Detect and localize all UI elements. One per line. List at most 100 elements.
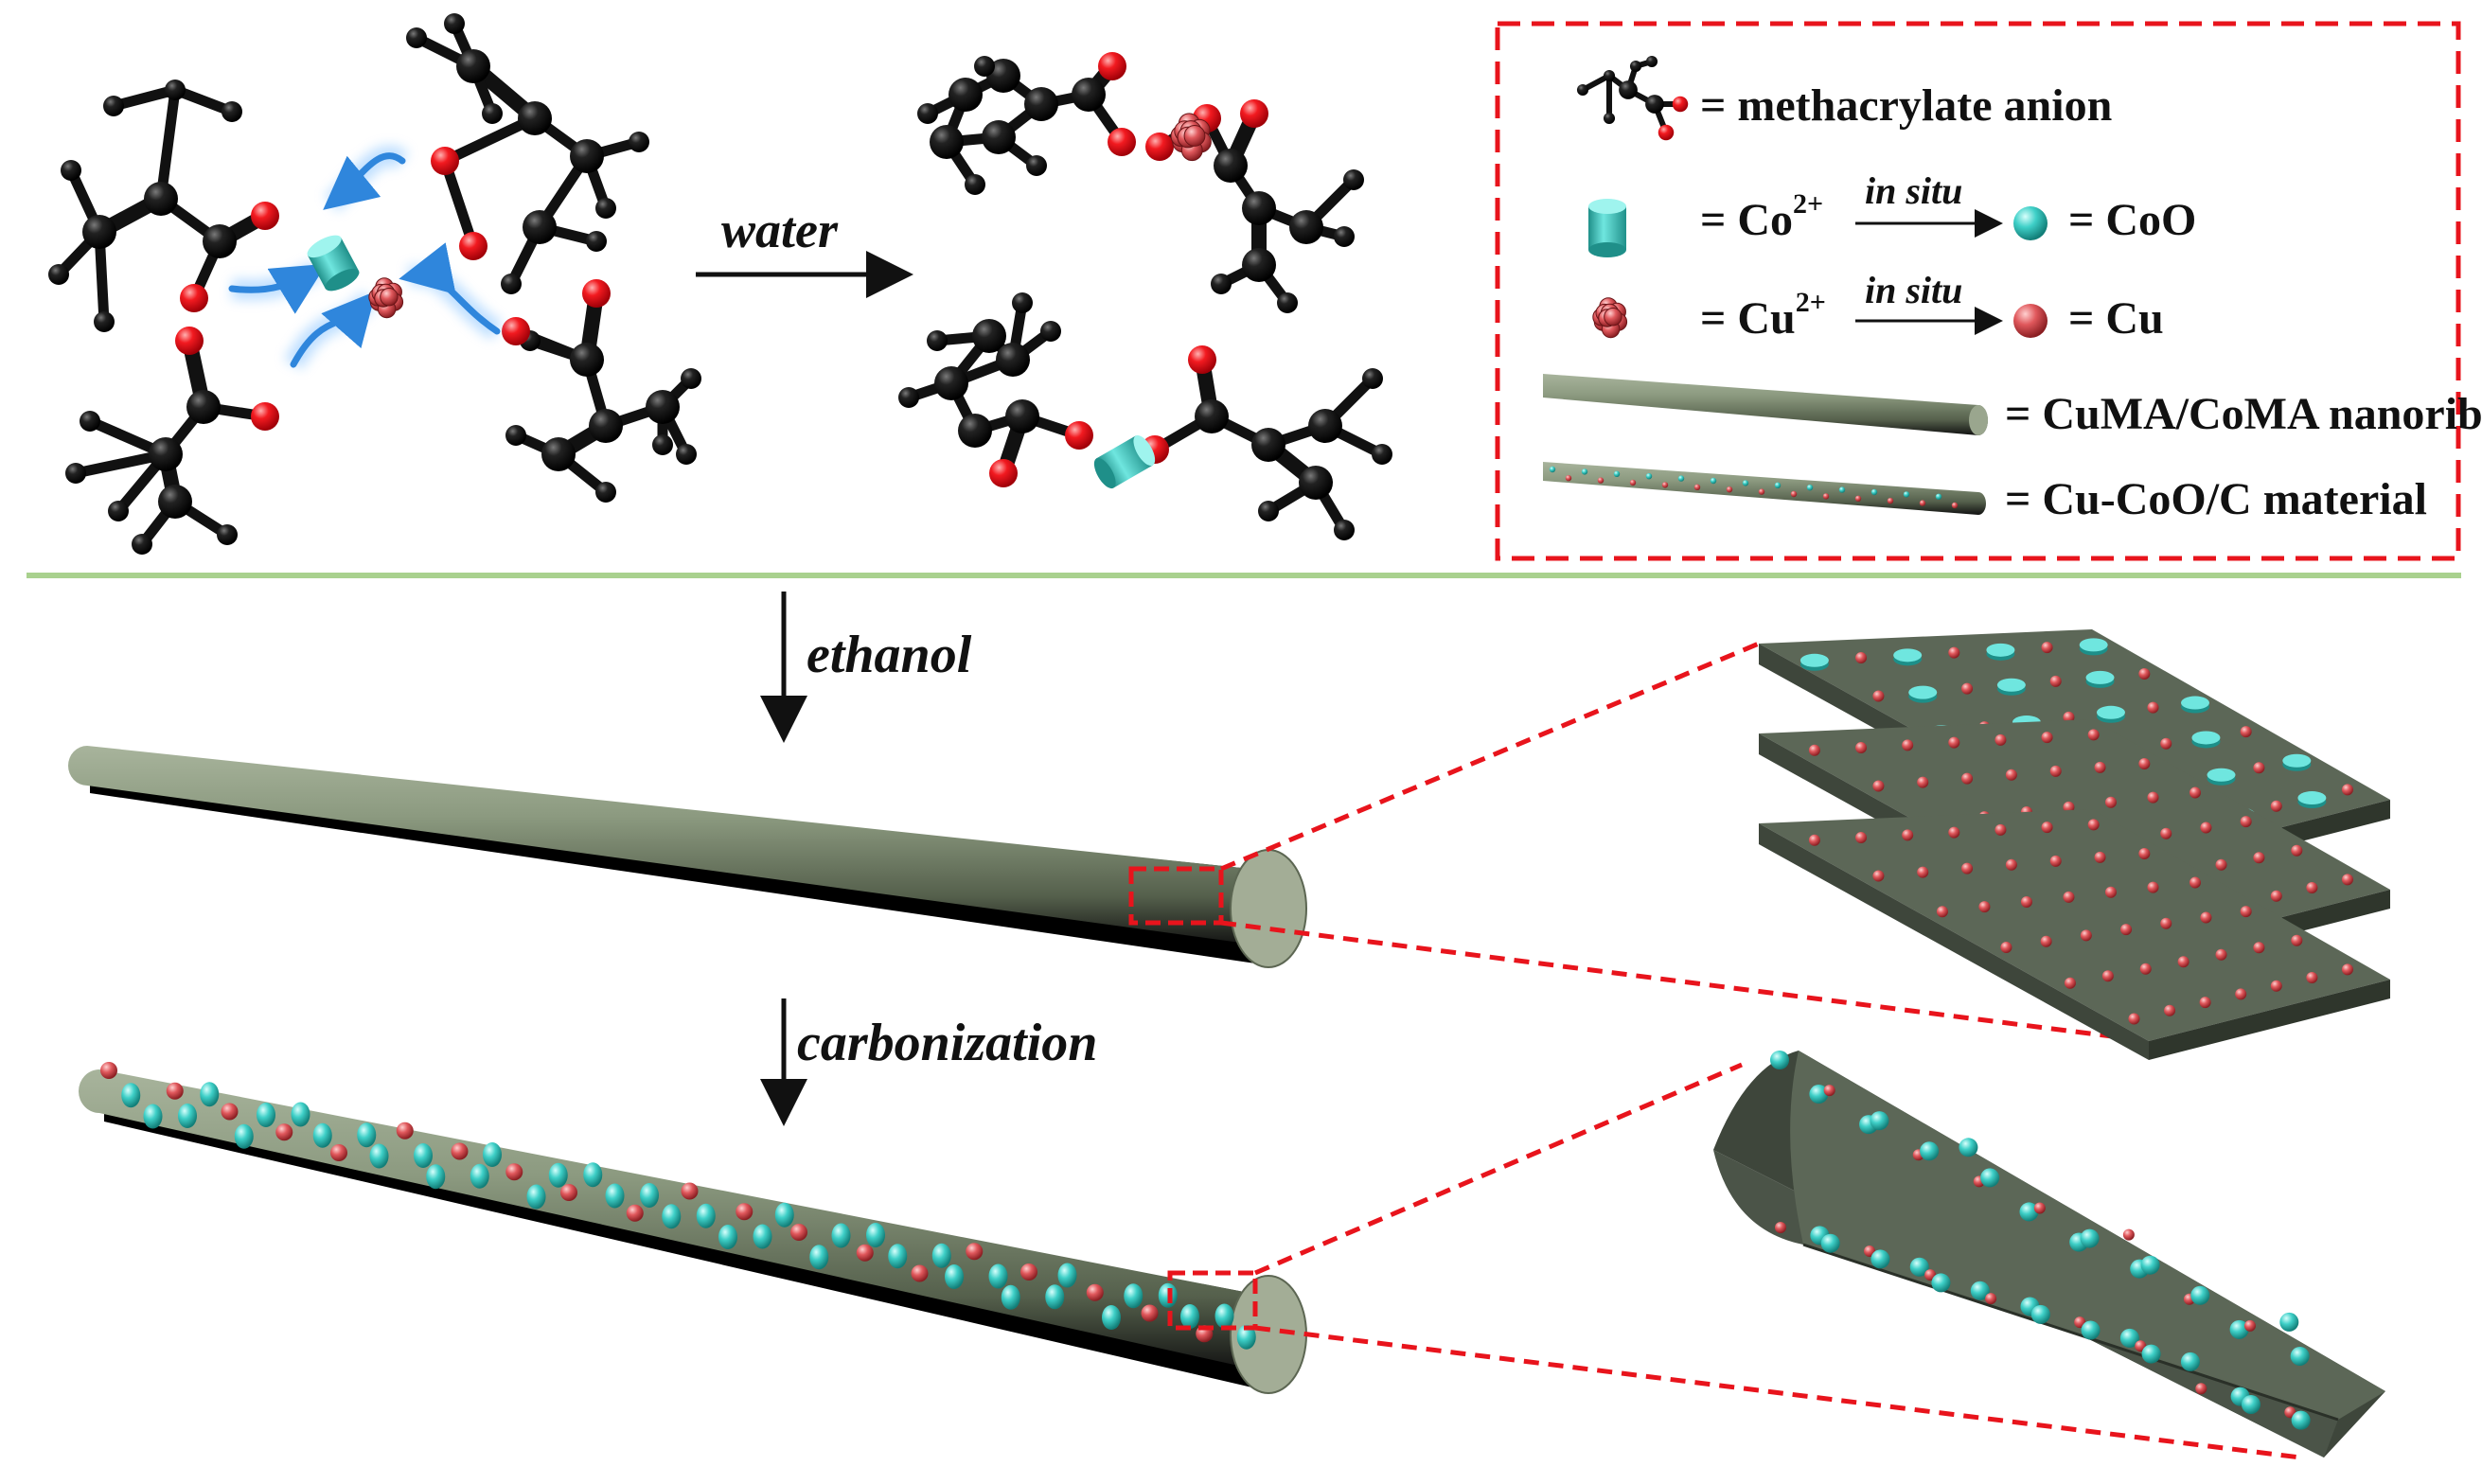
carbon-atom [82,215,116,249]
sheet-top [1759,809,2390,1041]
carbon-atom [570,343,604,377]
cu-bead [380,287,399,307]
coo-particle [888,1244,908,1269]
coo-particle [774,1202,794,1228]
coo-particle [1124,1283,1143,1309]
carbon-atom [541,437,576,471]
legend-anion-text: = methacrylate anion [1700,80,2113,131]
cu-dot [1917,866,1929,878]
cu-dot [1961,772,1974,785]
methacrylate-molecule [1576,55,1689,141]
cu-dot [2094,851,2106,863]
carbon-atom [65,463,86,484]
material-dot [1629,479,1637,486]
carbon-atom [1012,292,1033,313]
coo-particle [605,1183,625,1209]
coo-particle [2119,1328,2139,1348]
cu-dot [2104,886,2117,898]
cu-dot [2240,906,2252,918]
coo-particle [470,1163,489,1189]
coo-particle [1959,1138,1978,1157]
methacrylate-molecule [406,13,649,294]
legend-co-prefix: = Co [1700,195,1794,245]
cu-bead [1604,307,1622,327]
coo-particle [1931,1273,1951,1293]
cu-particle [560,1184,577,1201]
cu-cluster [1170,113,1212,162]
material-dot [1854,495,1862,502]
cu-particle [966,1243,984,1261]
carbon-atom [927,330,948,351]
material-dot [1742,480,1749,486]
coo-particle [1909,1257,1929,1277]
coo-particle [200,1082,220,1107]
cu-dot [2291,934,2303,946]
cu-dot [2138,667,2151,680]
cu-dot [1994,733,2007,746]
cu-dot [2253,852,2265,864]
stacked-sheets [1759,629,2390,1060]
carbon-atom [646,390,680,424]
rod-zoom-box [1128,866,1224,926]
carbon-atom [144,182,178,216]
cu-dot [1808,834,1820,846]
material-dot [1774,482,1782,488]
carbon-atom [158,485,192,519]
carbon-atom [61,160,81,181]
coo-particle [291,1102,310,1127]
cu-particle [100,1062,117,1079]
cu-dot [2087,729,2100,741]
coo-particle [2229,1319,2249,1339]
carbon-atom [982,120,1016,154]
cu-dot [2138,757,2151,769]
material-dot [1565,475,1572,482]
coo-particle [426,1164,446,1190]
legend-box [1495,21,2461,561]
carbon-rod-zoom-box [1167,1270,1258,1331]
carbon-atom [222,101,242,122]
cu-dot [1994,823,2007,836]
carbon-atom [1362,368,1383,389]
carbon-atom [965,174,985,195]
cu-dot [1902,739,1914,751]
cu-dot [2005,858,2017,871]
cu-dot [1978,901,1991,913]
cu-dot [2147,881,2159,893]
carbon-atom [1603,69,1616,82]
cu-dot [2080,929,2092,942]
coordination-arrows [228,145,504,370]
cu-dot [2040,935,2052,947]
coo-disc [1908,685,1938,699]
coo-particle [1970,1281,1990,1300]
coo-particle [1770,1051,1789,1069]
legend-cu-ion-icon [1592,297,1628,339]
carbon-atom [501,274,522,294]
oxygen-atom [1145,132,1174,161]
oxygen-atom [582,279,611,308]
carbon-atom [444,13,465,34]
legend-material-icon [1543,462,1986,515]
legend-nanoribbon-text: = CuMA/CoMA nanoribbon [2005,389,2482,439]
coo-particle [988,1263,1008,1289]
coo-particle [1920,1141,1940,1161]
bond [439,155,479,252]
material-dot [1822,493,1830,500]
bond [108,84,181,112]
coo-particle [945,1264,964,1289]
carbon-atom [1289,210,1323,244]
carbon-atom [958,414,992,448]
oxygen-atom [1188,345,1216,374]
carbon-atom [505,425,526,446]
cu-dot [2160,737,2172,750]
methacrylate-molecule [917,52,1364,313]
coo-particle [2290,1346,2310,1366]
legend-co-charge: 2+ [1793,188,1824,220]
carbon-atom [589,409,623,443]
coo-particle [312,1122,332,1148]
legend-coo-sphere-icon [2013,206,2048,240]
coo-particle [414,1143,433,1168]
legend-cu-prefix: = Cu [1700,293,1796,344]
material-dot [1758,488,1765,495]
material-dot [1919,500,1926,506]
cu-dot [1948,826,1960,839]
